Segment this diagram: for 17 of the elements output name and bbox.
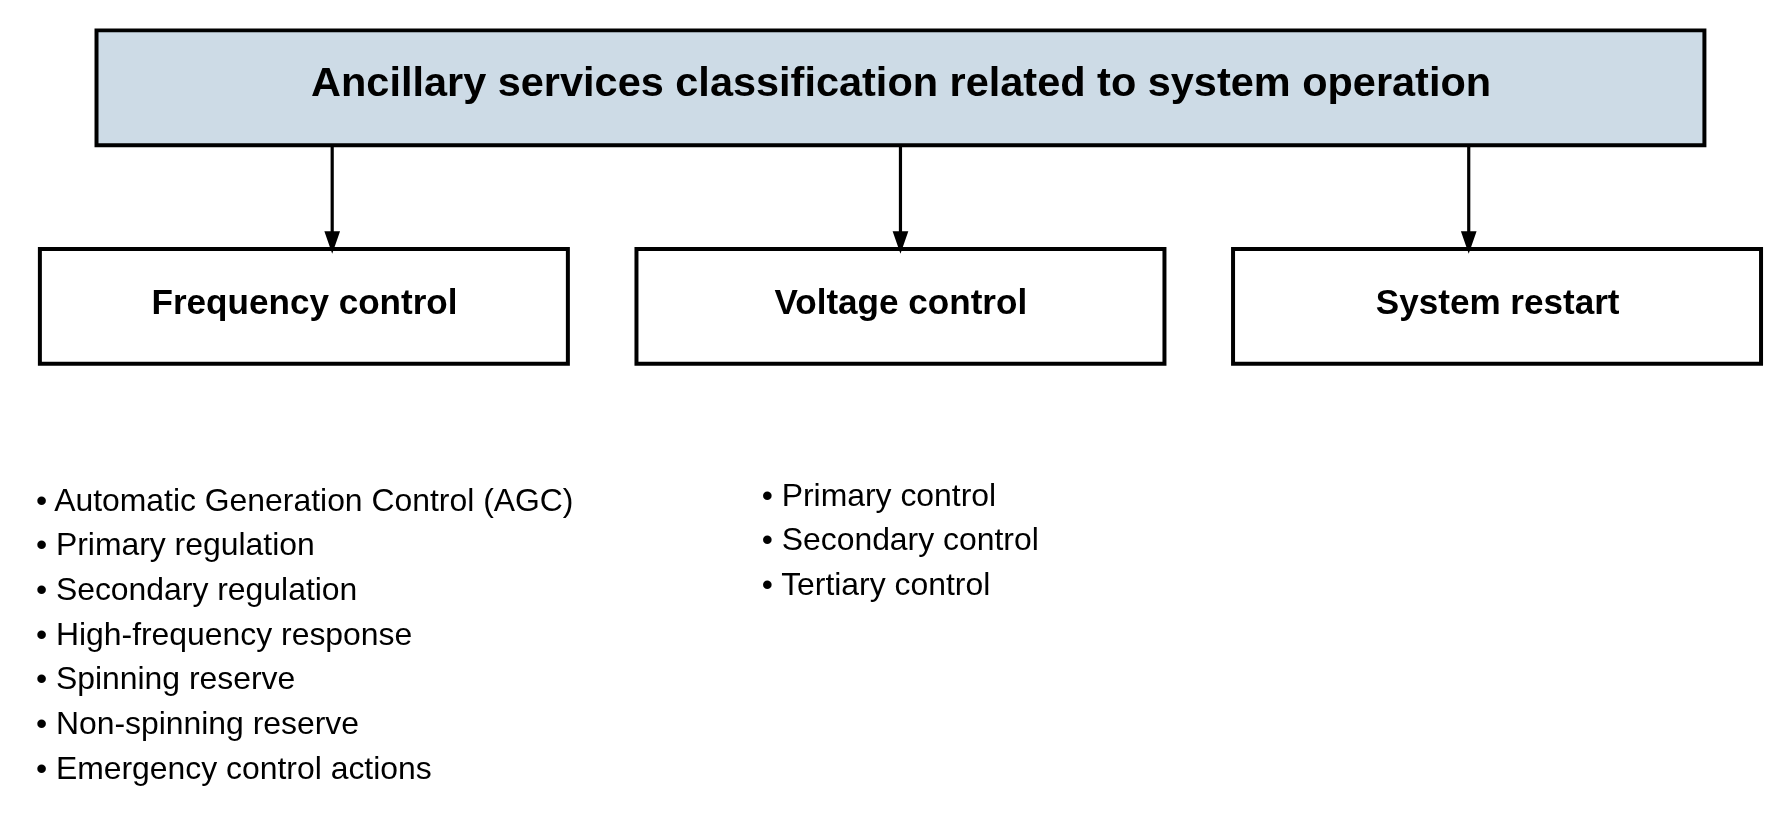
arrow: [1460, 145, 1477, 254]
node-label: • High-frequency response: [35, 615, 412, 652]
node-label: • Primary control: [761, 476, 996, 513]
node-label: • Automatic Generation Control (AGC): [35, 481, 573, 518]
arrow: [323, 145, 340, 254]
node-box: Voltage control: [633, 246, 1166, 366]
node-label: • Emergency control actions: [35, 749, 432, 786]
node-label: • Non-spinning reserve: [35, 704, 359, 741]
node-label: • Spinning reserve: [35, 660, 295, 697]
node-label: • Secondary regulation: [35, 570, 357, 607]
node-box: Ancillary services classification related to system operation: [94, 28, 1706, 148]
node-label: • Primary regulation: [35, 526, 315, 563]
node-label: • Secondary control: [761, 521, 1039, 558]
arrow: [892, 145, 908, 254]
node-box: Frequency control: [37, 246, 570, 366]
node-label: • Tertiary control: [761, 566, 990, 603]
node-box: System restart: [1230, 246, 1763, 366]
